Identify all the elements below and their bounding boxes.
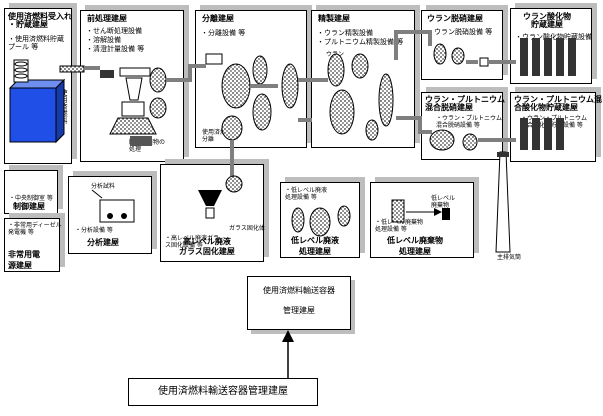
- head-end-item-2: ・溶解設備: [86, 36, 121, 44]
- separation-note: 使用済燃料の 分離: [202, 129, 239, 143]
- stack-label: 主排気筒: [497, 254, 522, 261]
- receiving-note: 使用済燃料: [60, 89, 68, 124]
- cask-building-sub: 管理建屋: [283, 306, 315, 315]
- building-receiving: 使用済燃料受入れ ・貯蔵建屋 ・使用済燃料貯蔵 プール 等 使用済燃料: [4, 8, 72, 164]
- head-end-title: 前処理建屋: [87, 14, 127, 23]
- purification-note: ウラン: [326, 51, 345, 58]
- analysis-title: 分析建屋: [87, 238, 119, 247]
- llw-solid-item-1: ・低レベル廃棄物 処理設備 等: [375, 219, 424, 233]
- main-stack: [495, 151, 511, 253]
- purification-item-1: ・ウラン精製設備: [317, 29, 373, 37]
- callout-box: 使用済燃料輸送容器管理建屋: [128, 378, 318, 406]
- building-hlw-vitrification: ・高レベル廃液ガラス固化設備 等 ガラス固化体 高レベル廃液 ガラス固化建屋: [160, 164, 265, 262]
- upu-denitration-title: ウラン・プルトニウム 混合脱硝建屋: [425, 95, 505, 112]
- building-separation: 分離建屋 ・分離設備 等 使用済燃料の 分離: [195, 10, 307, 148]
- building-upu-oxide-storage: ウラン・プルトニウム混 合酸化物貯蔵建屋 ・ウラン・プルトニウム 混合酸化物貯蔵…: [510, 92, 602, 162]
- hlw-vitrification-note: ガラス固化体: [229, 225, 265, 232]
- building-control: ・中央制御室 等 制御建屋: [4, 170, 58, 214]
- hlw-vitrification-title: 高レベル廃液 ガラス固化建屋: [179, 237, 235, 256]
- u-denitration-title: ウラン脱硝建屋: [427, 14, 483, 23]
- llw-solid-title: 低レベル廃棄物 処理建屋: [387, 236, 443, 256]
- receiving-title: 使用済燃料受入れ ・貯蔵建屋: [8, 12, 72, 29]
- control-title: 制御建屋: [13, 202, 45, 211]
- building-purification: 精製建屋 ・ウラン精製設備 ・プルトニウム精製設備 等 ウラン: [311, 10, 415, 148]
- hlw-vitrification-item-1: ・高レベル廃液ガラス固化設備 等: [165, 235, 220, 249]
- analysis-note: 分析試料: [91, 183, 116, 190]
- llw-liquid-title: 低レベル廃液 処理建屋: [291, 236, 339, 256]
- upu-oxide-storage-item-1: ・ウラン・プルトニウム 混合酸化物貯蔵設備 等: [521, 115, 588, 129]
- upu-oxide-storage-title: ウラン・プルトニウム混 合酸化物貯蔵建屋: [514, 95, 602, 112]
- building-u-denitration: ウラン脱硝建屋 ・ウラン脱硝設備 等: [421, 10, 503, 80]
- building-llw-solid: 低レベル 廃棄物 ・低レベル廃棄物 処理設備 等 低レベル廃棄物 処理建屋: [370, 182, 474, 258]
- callout-label: 使用済燃料輸送容器管理建屋: [158, 386, 288, 397]
- analysis-item-1: ・分析設備 等: [75, 227, 113, 234]
- control-item-1: ・中央制御室 等: [9, 195, 53, 202]
- llw-solid-note: 低レベル 廃棄物: [431, 195, 456, 209]
- u-oxide-storage-item-1: ・ウラン酸化物貯蔵設備: [515, 33, 592, 41]
- head-end-item-1: ・せん断処理設備: [86, 27, 142, 35]
- building-u-oxide-storage: ウラン酸化物 貯蔵建屋 ・ウラン酸化物貯蔵設備: [510, 8, 592, 84]
- cask-building-box: 使用済燃料輸送容器 管理建屋: [247, 276, 351, 330]
- u-denitration-item-1: ・ウラン脱硝設備 等: [427, 28, 493, 36]
- llw-liquid-item-1: ・低レベル廃液 処理設備 等: [285, 187, 328, 201]
- receiving-sub: ・使用済燃料貯蔵 プール 等: [8, 35, 64, 51]
- building-llw-liquid: ・低レベル廃液 処理設備 等 低レベル廃液 処理建屋: [280, 182, 360, 258]
- building-emergency-power: ・非常用ディーゼル 発電機 等 非常用電 源建屋: [4, 218, 62, 272]
- separation-item-1: ・分離設備 等: [201, 29, 246, 37]
- building-upu-denitration: ウラン・プルトニウム 混合脱硝建屋 ・ウラン・プルトニウム 混合脱硝設備 等: [421, 92, 505, 160]
- purification-title: 精製建屋: [318, 14, 350, 23]
- emergency-power-item-1: ・非常用ディーゼル 発電機 等: [8, 222, 62, 236]
- upu-denitration-item-1: ・ウラン・プルトニウム 混合脱硝設備 等: [436, 115, 503, 129]
- head-end-item-3: ・清澄計量設備 等: [86, 45, 145, 53]
- separation-title: 分離建屋: [202, 14, 234, 23]
- building-analysis: 分析試料 ・分析設備 等 分析建屋: [68, 176, 152, 254]
- cask-building-title: 使用済燃料輸送容器: [263, 286, 335, 295]
- head-end-note: 固体廃棄物の 処理: [129, 139, 166, 153]
- building-head-end: 前処理建屋 ・せん断処理設備 ・溶解設備 ・清澄計量設備 等 固体廃棄物の 処理: [80, 10, 184, 162]
- emergency-power-title: 非常用電 源建屋: [8, 250, 40, 270]
- purification-item-2: ・プルトニウム精製設備 等: [317, 38, 404, 46]
- u-oxide-storage-title: ウラン酸化物 貯蔵建屋: [523, 12, 571, 29]
